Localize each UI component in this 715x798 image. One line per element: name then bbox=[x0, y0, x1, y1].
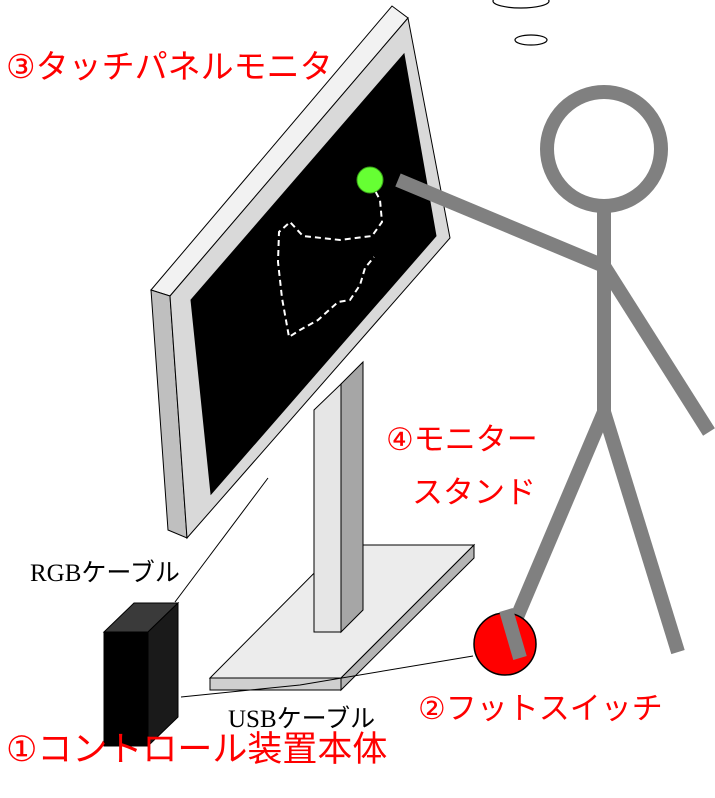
operator-head bbox=[540, 85, 668, 213]
touch-panel-monitor bbox=[150, 5, 451, 540]
operator-arm-left bbox=[395, 173, 607, 273]
operator-foot bbox=[499, 608, 527, 660]
label-rgb-cable: RGBケーブル bbox=[30, 560, 180, 587]
operator-arm-right bbox=[598, 262, 715, 436]
label-monitor-stand-line2: スタンド bbox=[412, 475, 536, 511]
stand-column bbox=[313, 360, 364, 634]
label-control-unit: ①コントロール装置本体 bbox=[6, 730, 388, 770]
rgb-cable bbox=[174, 477, 269, 603]
thought-bubble-large bbox=[492, 0, 550, 9]
label-monitor-stand-line1: ④モニター bbox=[386, 422, 538, 458]
operator-figure bbox=[395, 85, 715, 655]
touch-point bbox=[356, 166, 384, 194]
finger-trace bbox=[276, 182, 384, 339]
control-unit bbox=[102, 601, 180, 748]
label-touch-panel-monitor: ③タッチパネルモニタ bbox=[6, 47, 333, 86]
operator-leg-left bbox=[499, 409, 611, 646]
label-foot-switch: ②フットスイッチ bbox=[418, 691, 663, 727]
monitor-screen bbox=[190, 52, 437, 496]
usb-cable bbox=[180, 655, 474, 698]
thought-bubble-small bbox=[514, 34, 548, 46]
label-usb-cable: USBケーブル bbox=[228, 706, 376, 733]
operator-leg-right bbox=[597, 409, 685, 655]
